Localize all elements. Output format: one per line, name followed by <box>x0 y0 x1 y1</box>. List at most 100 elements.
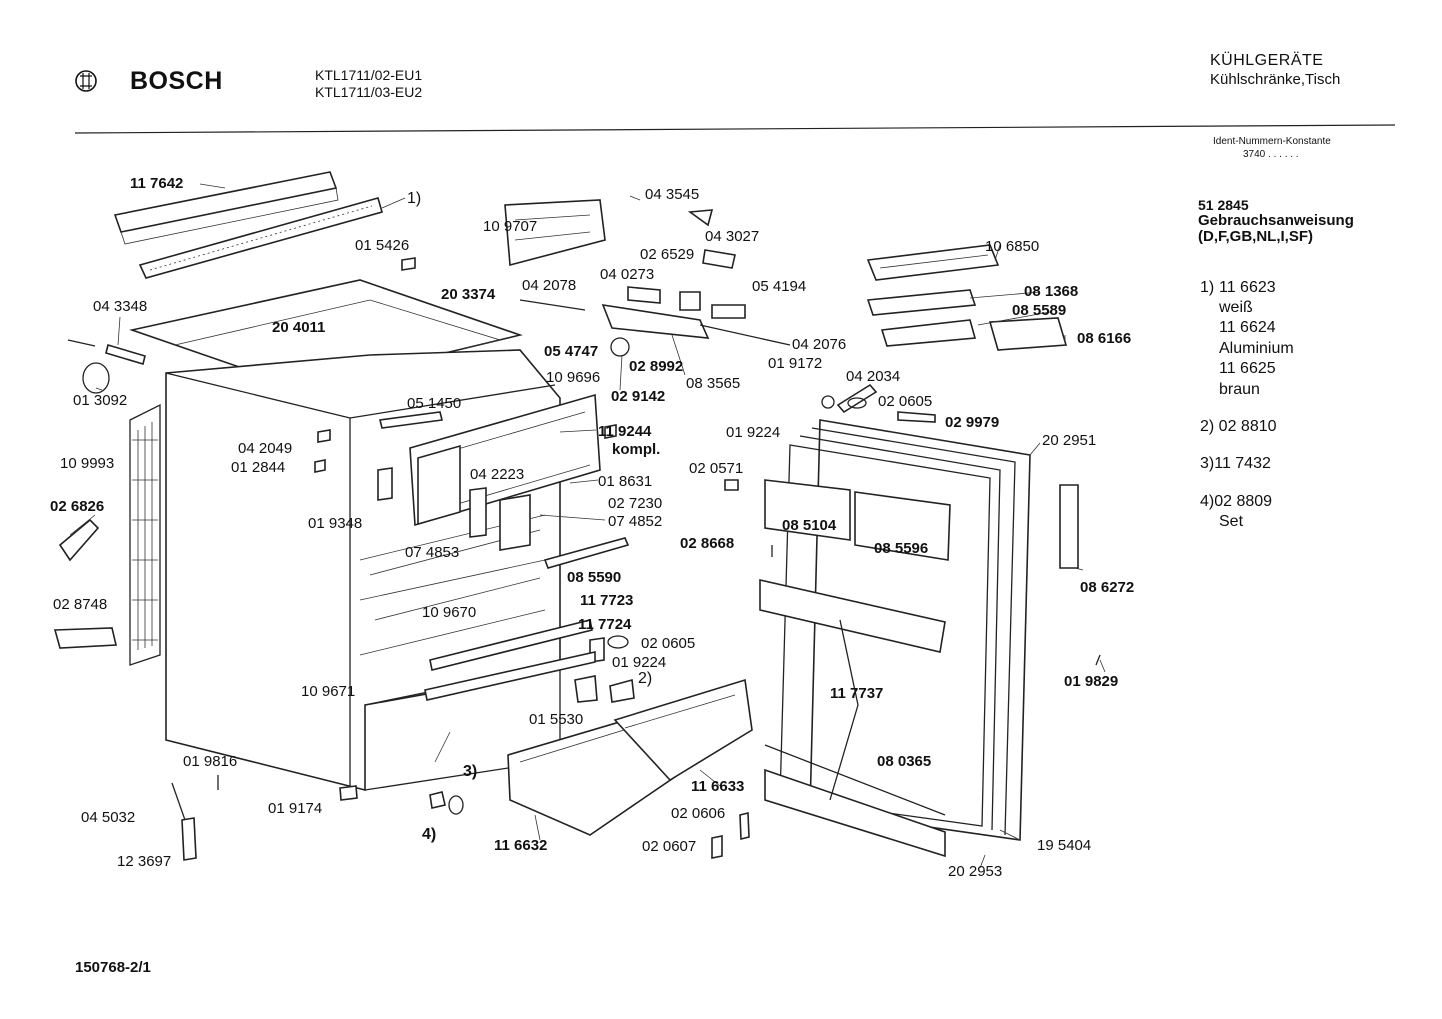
part-label: 01 9172 <box>768 355 823 372</box>
part-label: 05 4747 <box>544 343 599 360</box>
note-2: 2) 02 8810 <box>1200 418 1277 435</box>
part-label: 02 0607 <box>642 838 697 855</box>
part-label: 01 5426 <box>355 237 410 254</box>
part-label: 20 4011 <box>272 319 326 336</box>
part-label: 20 2951 <box>1042 432 1097 449</box>
part-label: 04 3027 <box>705 228 760 245</box>
part-label: 08 5589 <box>1012 302 1067 319</box>
category-title: KÜHLGERÄTE <box>1210 52 1324 69</box>
part-label: 01 9174 <box>268 800 323 817</box>
part-label: 19 5404 <box>1037 837 1092 854</box>
part-label: 11 7724 <box>578 616 632 633</box>
part-label: 02 0605 <box>878 393 933 410</box>
part-label: 10 6850 <box>985 238 1040 255</box>
part-label: 05 4194 <box>752 278 807 295</box>
part-label: 01 9224 <box>726 424 781 441</box>
model-number-2: KTL1711/03-EU2 <box>315 84 423 100</box>
part-label: 04 3545 <box>645 186 700 203</box>
part-label: 04 5032 <box>81 809 136 826</box>
part-label: 02 8992 <box>629 358 684 375</box>
model-number-1: KTL1711/02-EU1 <box>315 67 423 83</box>
part-label: 10 9993 <box>60 455 115 472</box>
part-label: 02 8748 <box>53 596 108 613</box>
header-rule <box>74 124 1396 134</box>
crisper-boxes <box>507 678 753 836</box>
left-small-parts <box>53 339 219 861</box>
part-label: 08 3565 <box>686 375 741 392</box>
evaporator-part <box>409 393 601 527</box>
part-label: 01 9816 <box>183 753 238 770</box>
category-subtitle: Kühlschränke,Tisch <box>1210 71 1341 88</box>
part-label: 10 9707 <box>483 218 538 235</box>
part-label: 10 9696 <box>546 369 601 386</box>
part-label: 20 3374 <box>441 286 496 303</box>
note-3: 3)11 7432 <box>1200 455 1271 472</box>
part-label: 11 6632 <box>494 837 548 854</box>
note-1-line: 11 6623 <box>1219 279 1276 296</box>
part-label: 02 9142 <box>611 388 666 405</box>
note-1-line: weiß <box>1219 299 1253 316</box>
part-label: 08 5104 <box>782 517 837 534</box>
part-label: 01 3092 <box>73 392 128 409</box>
part-label: kompl. <box>612 441 661 458</box>
footnote-ref: 3) <box>463 763 478 780</box>
ident-label: Ident-Nummern-Konstante <box>1213 136 1331 147</box>
part-label: 11 7737 <box>830 685 884 702</box>
part-label: 02 0606 <box>671 805 726 822</box>
note-1-line: braun <box>1219 381 1260 398</box>
manual-languages: (D,F,GB,NL,I,SF) <box>1198 228 1313 245</box>
part-label: 01 9224 <box>612 654 667 671</box>
part-label: 11 7723 <box>580 592 634 609</box>
part-label: 02 0605 <box>641 635 696 652</box>
part-label: 01 9829 <box>1064 673 1119 690</box>
part-label: 11 6633 <box>691 778 745 795</box>
part-label: 02 8668 <box>680 535 735 552</box>
document-number: 150768-2/1 <box>75 959 151 976</box>
cabinet-body <box>165 349 561 792</box>
part-label: 01 8631 <box>598 473 653 490</box>
thermostat-parts <box>504 199 791 357</box>
part-label: 10 9671 <box>301 683 356 700</box>
note-4-line-2: Set <box>1219 513 1244 530</box>
part-label: 08 0365 <box>877 753 932 770</box>
part-label: 08 6272 <box>1080 579 1135 596</box>
brand-name: BOSCH <box>130 67 223 95</box>
footnote-ref: 4) <box>422 826 437 843</box>
part-label: 08 1368 <box>1024 283 1079 300</box>
note-1-line: 11 6624 <box>1219 319 1276 336</box>
part-label: 02 0571 <box>689 460 744 477</box>
top-rail-part <box>113 171 383 279</box>
part-label: 20 2953 <box>948 863 1003 880</box>
part-label: 04 0273 <box>600 266 655 283</box>
manual-title: Gebrauchsanweisung <box>1198 212 1354 229</box>
part-label: 04 2223 <box>470 466 525 483</box>
part-label: 04 2076 <box>792 336 847 353</box>
condenser-part <box>129 403 161 666</box>
part-label: 08 5596 <box>874 540 929 557</box>
ice-tray-parts <box>866 244 1068 351</box>
part-label: 02 6529 <box>640 246 695 263</box>
part-label: 04 2034 <box>846 368 901 385</box>
bosch-logo-icon <box>75 70 97 92</box>
part-label: 02 6826 <box>50 498 105 515</box>
part-label: 11 9244 <box>598 423 652 440</box>
part-label: 08 5590 <box>567 569 622 586</box>
part-label: 10 9670 <box>422 604 477 621</box>
door-part <box>759 419 1079 858</box>
footnote-ref: 1) <box>407 190 422 207</box>
part-label: 02 9979 <box>945 414 1000 431</box>
note-4-line-1: 4)02 8809 <box>1200 493 1273 510</box>
part-label: 04 2078 <box>522 277 577 294</box>
part-label: 01 5530 <box>529 711 584 728</box>
note-1-marker: 1) <box>1200 279 1215 296</box>
part-label: 11 7642 <box>130 175 184 192</box>
part-label: 12 3697 <box>117 853 172 870</box>
part-label: 04 2049 <box>238 440 293 457</box>
part-label: 05 1450 <box>407 395 462 412</box>
footnote-ref: 2) <box>638 670 653 687</box>
note-1-line: 11 6625 <box>1219 360 1276 377</box>
leader-lines <box>69 183 1106 869</box>
part-label: 07 4852 <box>608 513 663 530</box>
part-label: 04 3348 <box>93 298 148 315</box>
small-hardware <box>314 257 1101 859</box>
